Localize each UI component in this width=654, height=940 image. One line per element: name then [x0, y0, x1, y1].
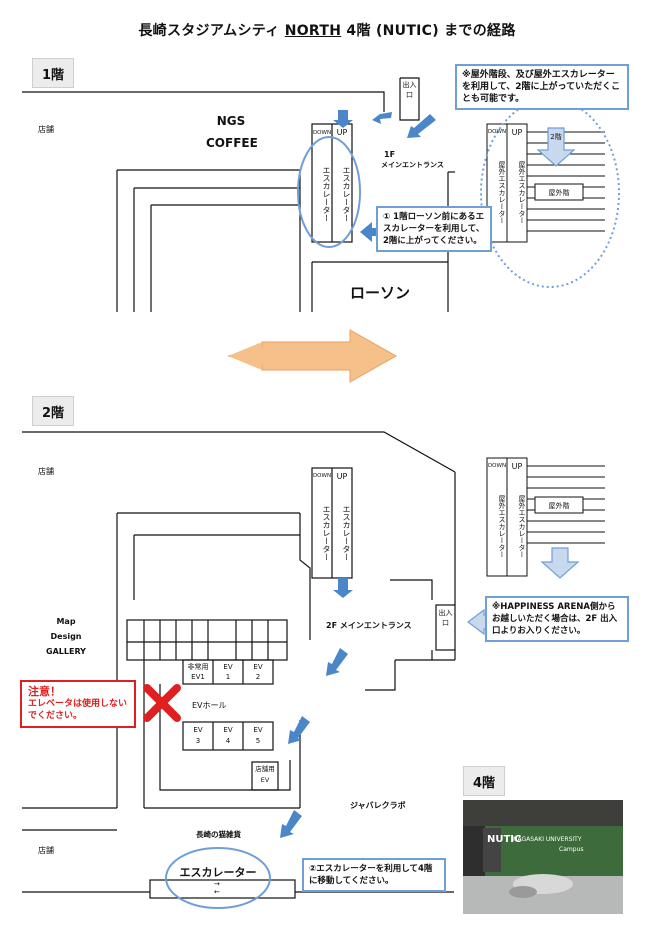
- entrance-1f-label: メインエントランス: [381, 161, 444, 169]
- photo-campus: Campus: [559, 846, 584, 853]
- floor1-label: 1階: [32, 58, 75, 88]
- javarek-label: ジャバレクラボ: [350, 801, 406, 810]
- note-step2: ②エスカレーターを利用して4階に移動してください。: [302, 858, 446, 892]
- escalator2-down-text: エスカレーター: [322, 505, 331, 561]
- outdoor-stairs-label: 屋外階: [548, 189, 570, 197]
- outdoor2-esc-up-text: 屋外エスカレーター: [518, 494, 526, 558]
- outdoor-up-label: UP: [511, 128, 523, 137]
- outdoor2-down-label: DOWN: [487, 463, 507, 469]
- outdoor-down-label: DOWN: [487, 129, 507, 135]
- note-arena: ※HAPPINESS ARENA側からお越しいただく場合は、2F 出入口よりお入…: [485, 596, 629, 642]
- floor2-label: 2階: [32, 396, 75, 426]
- ev-hall-label: EVホール: [192, 701, 227, 710]
- photo-sign: NUTIC: [487, 834, 522, 845]
- door-2f-label: 出入口: [438, 609, 453, 627]
- entrance-2f-label: 2F メインエントランス: [326, 621, 412, 630]
- photo-university: NAGASAKI UNIVERSITY: [513, 836, 582, 843]
- store-label-bottom: 店舗: [38, 846, 54, 855]
- floor4-photo: NUTIC NAGASAKI UNIVERSITY Campus: [463, 800, 623, 914]
- esc2-up-label: UP: [336, 472, 348, 481]
- to-2f-label: 2階: [550, 133, 562, 141]
- escalator-bottom-label: エスカレーター: [179, 866, 257, 879]
- note-step1: ① 1階ローソン前にあるエスカレーターを利用して、2階に上がってください。: [376, 206, 492, 252]
- store-label: 店舗: [38, 125, 54, 134]
- outdoor2-esc-down-text: 屋外エスカレーター: [498, 494, 506, 558]
- cat-shop-label: 長崎の猫雑貨: [196, 830, 241, 839]
- store-label-2f: 店舗: [38, 467, 54, 476]
- esc-up-label: UP: [336, 128, 348, 137]
- page-title: 長崎スタジアムシティ NORTH 4階 (NUTIC) までの経路: [138, 23, 516, 39]
- warning-note: 注意！ エレベータは使用しないでください。: [20, 680, 136, 728]
- door-label: 出入口: [402, 81, 417, 99]
- esc-down-label: DOWN: [312, 130, 332, 136]
- esc2-down-label: DOWN: [312, 473, 332, 479]
- outdoor-esc-down-text: 屋外エスカレーター: [498, 160, 506, 224]
- photo-illustration: [463, 800, 623, 914]
- escalator-up-text: エスカレーター: [342, 166, 351, 222]
- entrance-1f-title: 1F: [384, 150, 396, 159]
- lawson-label: ローソン: [349, 284, 410, 302]
- outdoor2-stairs-label: 屋外階: [548, 502, 570, 510]
- floor4-label: 4階: [463, 766, 506, 796]
- outdoor-esc-up-text: 屋外エスカレーター: [518, 160, 526, 224]
- escalator-down-text: エスカレーター: [322, 166, 331, 222]
- note-outdoor: ※屋外階段、及び屋外エスカレーターを利用して、2階に上がっていただくことも可能で…: [455, 64, 629, 110]
- outdoor2-up-label: UP: [511, 462, 523, 471]
- escalator-direction: →←: [214, 880, 220, 896]
- escalator2-up-text: エスカレーター: [342, 505, 351, 561]
